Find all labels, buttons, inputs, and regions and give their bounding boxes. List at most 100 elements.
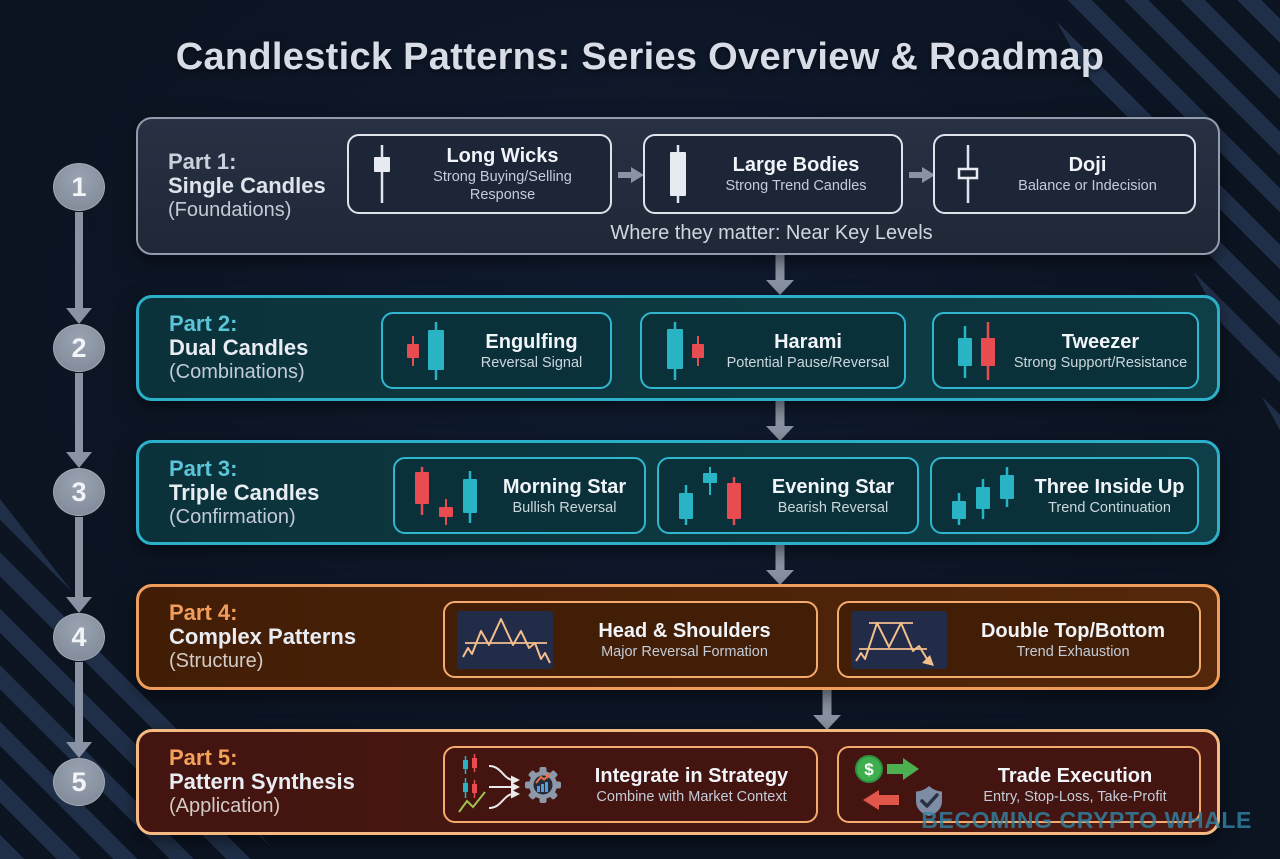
card-desc: Balance or Indecision — [1018, 178, 1157, 194]
card-evening-star: Evening Star Bearish Reversal — [657, 457, 919, 534]
band-connector-arrow — [766, 545, 794, 585]
step-number: 4 — [71, 621, 87, 652]
strategy-gear-icon — [455, 753, 567, 816]
step-number: 3 — [71, 476, 87, 507]
part-name: Triple Candles — [169, 480, 320, 505]
step-number: 1 — [71, 171, 87, 202]
card-desc: Strong Support/Resistance — [1013, 354, 1188, 371]
step-circle-3: 3 — [53, 468, 105, 516]
card-desc: Entry, Stop-Loss, Take-Profit — [983, 788, 1167, 805]
step-number: 2 — [71, 332, 87, 363]
part-qualifier: (Confirmation) — [169, 506, 296, 528]
card-double-top-bottom: Double Top/Bottom Trend Exhaustion — [837, 601, 1201, 678]
trade-execution-icon: $ — [851, 754, 951, 816]
flow-down-arrow — [66, 373, 92, 468]
card-long-wicks: Long Wicks Strong Buying/Selling Respons… — [347, 134, 612, 214]
card-desc: Bullish Reversal — [512, 499, 617, 516]
part-qualifier: (Structure) — [169, 650, 264, 672]
card-title: Three Inside Up — [1034, 475, 1185, 498]
card-title: Tweezer — [1061, 330, 1140, 353]
band-footer-note: Where they matter: Near Key Levels — [610, 222, 933, 244]
band-part3-triple-candles: Part 3: Triple Candles (Confirmation) Mo… — [136, 440, 1220, 545]
step-circle-2: 2 — [53, 324, 105, 372]
card-desc: Trend Continuation — [1048, 499, 1171, 516]
card-desc: Strong Trend Candles — [725, 178, 867, 194]
card-integrate-in-strategy: Integrate in Strategy Combine with Marke… — [443, 746, 818, 823]
card-desc: Bearish Reversal — [777, 499, 889, 516]
evening-star-pattern-icon — [673, 465, 749, 527]
double-top-bottom-chart-icon — [851, 610, 947, 669]
card-title: Integrate in Strategy — [594, 764, 789, 787]
band-connector-arrow — [766, 401, 794, 441]
step-number: 5 — [71, 766, 87, 797]
band-part4-complex-patterns: Part 4: Complex Patterns (Structure) Hea… — [136, 584, 1220, 690]
card-title: Engulfing — [485, 330, 578, 353]
part-name: Single Candles — [168, 173, 326, 198]
band-part5-pattern-synthesis: Part 5: Pattern Synthesis (Application) — [136, 729, 1220, 835]
card-three-inside-up: Three Inside Up Trend Continuation — [930, 457, 1199, 534]
morning-star-pattern-icon — [409, 465, 485, 527]
card-desc: Strong Buying/Selling Response — [433, 169, 572, 203]
flow-down-arrow — [66, 662, 92, 758]
card-desc: Reversal Signal — [480, 354, 583, 371]
card-desc: Major Reversal Formation — [601, 643, 768, 660]
card-harami: Harami Potential Pause/Reversal — [640, 312, 906, 389]
part-number: Part 1: — [168, 149, 237, 174]
step-circle-5: 5 — [53, 758, 105, 806]
head-and-shoulders-chart-icon — [457, 610, 553, 669]
card-morning-star: Morning Star Bullish Reversal — [393, 457, 646, 534]
band-label: Part 1: Single Candles (Foundations) — [168, 150, 326, 222]
card-title: Trade Execution — [997, 764, 1153, 787]
part-name: Dual Candles — [169, 335, 309, 360]
part-number: Part 5: — [169, 745, 238, 770]
card-tweezer: Tweezer Strong Support/Resistance — [932, 312, 1199, 389]
card-head-and-shoulders: Head & Shoulders Major Reversal Formatio… — [443, 601, 818, 678]
card-title: Doji — [1068, 154, 1107, 176]
part-name: Complex Patterns — [169, 624, 357, 649]
card-title: Double Top/Bottom — [980, 619, 1166, 642]
band-connector-arrow — [766, 255, 794, 295]
card-desc: Trend Exhaustion — [1016, 643, 1130, 660]
large-body-candle-icon — [665, 143, 691, 205]
engulfing-pattern-icon — [399, 320, 453, 382]
band-label: Part 2: Dual Candles (Combinations) — [169, 312, 308, 384]
harami-pattern-icon — [658, 320, 712, 382]
part-number: Part 4: — [169, 600, 238, 625]
brand-watermark: BECOMING CRYPTO WHALE — [921, 807, 1252, 833]
doji-candle-icon — [955, 143, 981, 205]
band-label: Part 4: Complex Patterns (Structure) — [169, 601, 356, 673]
three-inside-up-pattern-icon — [946, 465, 1022, 527]
flow-down-arrow — [66, 517, 92, 613]
tweezer-pattern-icon — [950, 320, 1004, 382]
svg-text:$: $ — [864, 760, 874, 779]
card-title: Head & Shoulders — [598, 619, 771, 642]
card-desc: Potential Pause/Reversal — [726, 354, 890, 371]
card-large-bodies: Large Bodies Strong Trend Candles — [643, 134, 903, 214]
part-qualifier: (Foundations) — [168, 199, 292, 221]
right-arrow-icon — [909, 167, 935, 183]
band-part2-dual-candles: Part 2: Dual Candles (Combinations) Engu… — [136, 295, 1220, 401]
card-title: Long Wicks — [446, 145, 559, 167]
right-arrow-icon — [618, 167, 644, 183]
band-label: Part 3: Triple Candles (Confirmation) — [169, 457, 319, 529]
part-number: Part 2: — [169, 311, 238, 336]
band-part1-single-candles: Part 1: Single Candles (Foundations) Lon… — [136, 117, 1220, 255]
card-title: Evening Star — [771, 475, 895, 498]
long-wicks-candle-icon — [369, 143, 395, 205]
card-desc: Combine with Market Context — [596, 788, 787, 805]
band-connector-arrow — [813, 690, 841, 730]
card-doji: Doji Balance or Indecision — [933, 134, 1196, 214]
card-engulfing: Engulfing Reversal Signal — [381, 312, 612, 389]
card-title: Harami — [774, 330, 842, 353]
step-circle-4: 4 — [53, 613, 105, 661]
flow-down-arrow — [66, 212, 92, 324]
part-name: Pattern Synthesis — [169, 769, 355, 794]
part-number: Part 3: — [169, 456, 238, 481]
part-qualifier: (Application) — [169, 795, 281, 817]
part-qualifier: (Combinations) — [169, 361, 305, 383]
step-circle-1: 1 — [53, 163, 105, 211]
card-title: Large Bodies — [732, 154, 860, 176]
card-trade-execution: $ Trade Execution Entry, Stop-Loss, Take… — [837, 746, 1201, 823]
band-label: Part 5: Pattern Synthesis (Application) — [169, 746, 355, 818]
